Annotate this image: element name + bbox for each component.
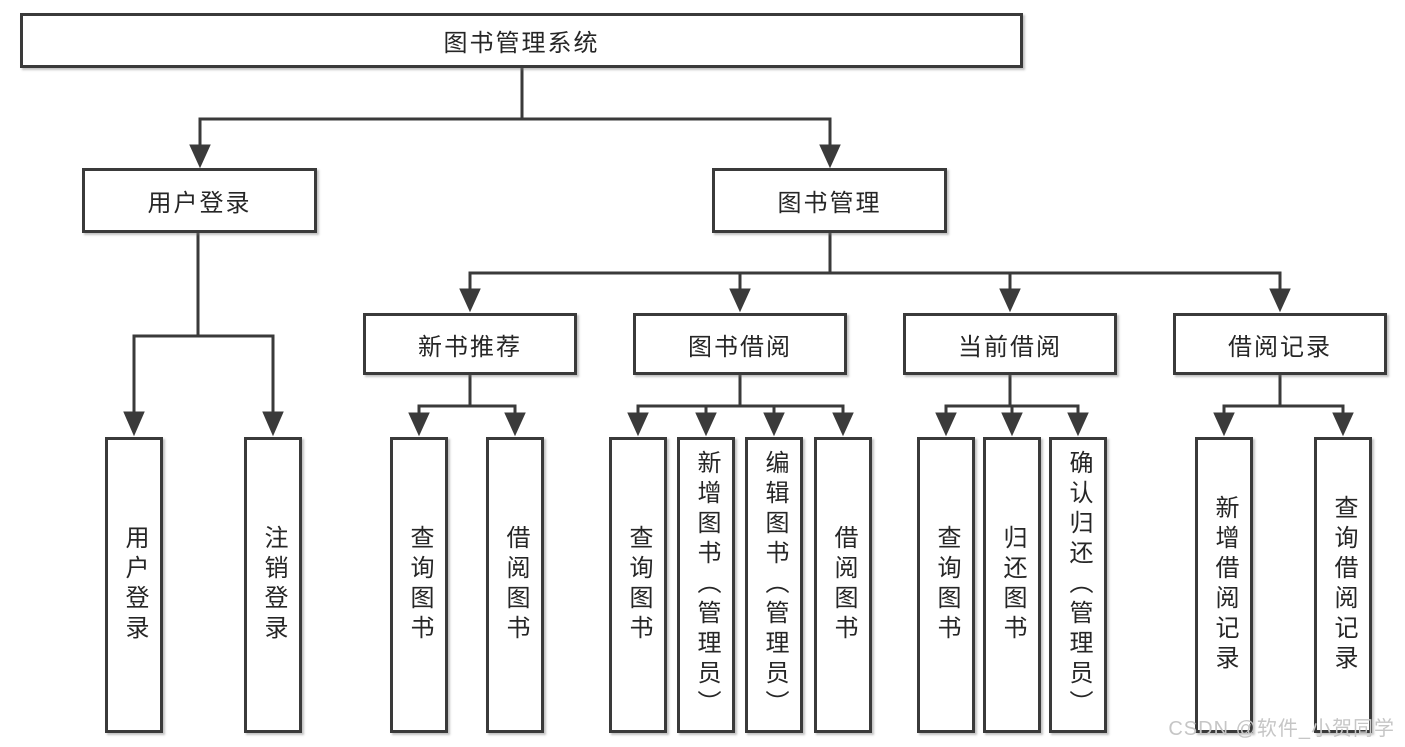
node-borrow-record-label: 借阅记录 [1228, 333, 1332, 361]
node-user-login: 用户登录 [82, 168, 317, 233]
leaf-query-book-a: 查询图书 [390, 437, 448, 733]
leaf-return-book: 归还图书 [983, 437, 1041, 733]
leaf-user-login-label: 用户登录 [121, 525, 148, 645]
connector-borrow-record-section [1213, 375, 1354, 437]
leaf-borrow-book-a-label: 借阅图书 [502, 525, 529, 645]
node-current-borrow: 当前借阅 [903, 313, 1117, 375]
node-book-management: 图书管理 [712, 168, 947, 233]
node-book-borrow: 图书借阅 [633, 313, 847, 375]
leaf-logout: 注销登录 [244, 437, 302, 733]
connector-book-borrow-section [627, 375, 854, 437]
leaf-query-book-b: 查询图书 [609, 437, 667, 733]
leaf-edit-book-admin-label: 编辑图书（管理员） [761, 450, 788, 720]
connector-user-login-branch [123, 233, 284, 437]
leaf-edit-book-admin: 编辑图书（管理员） [745, 437, 803, 733]
leaf-add-borrow-record: 新增借阅记录 [1195, 437, 1253, 733]
node-new-book-recommend-label: 新书推荐 [418, 333, 522, 361]
connector-root-to-level2 [189, 68, 841, 169]
node-root-system: 图书管理系统 [20, 13, 1023, 68]
connector-book-mgmt-branch [459, 233, 1291, 313]
node-current-borrow-label: 当前借阅 [958, 333, 1062, 361]
leaf-add-book-admin: 新增图书（管理员） [677, 437, 735, 733]
node-new-book-recommend: 新书推荐 [363, 313, 577, 375]
leaf-user-login: 用户登录 [105, 437, 163, 733]
leaf-query-book-a-label: 查询图书 [406, 525, 433, 645]
leaf-return-book-label: 归还图书 [999, 525, 1026, 645]
node-user-login-label: 用户登录 [147, 190, 252, 217]
leaf-query-book-c: 查询图书 [917, 437, 975, 733]
node-book-borrow-label: 图书借阅 [688, 333, 792, 361]
leaf-query-book-b-label: 查询图书 [625, 525, 652, 645]
csdn-watermark: CSDN @软件_小贺同学 [1168, 718, 1395, 740]
leaf-logout-label: 注销登录 [260, 525, 287, 645]
leaf-borrow-book-b-label: 借阅图书 [830, 525, 857, 645]
leaf-query-borrow-record-label: 查询借阅记录 [1330, 495, 1357, 675]
leaf-borrow-book-b: 借阅图书 [814, 437, 872, 733]
node-root-system-label: 图书管理系统 [443, 30, 600, 57]
node-book-management-label: 图书管理 [777, 190, 882, 217]
node-borrow-record: 借阅记录 [1173, 313, 1387, 375]
leaf-query-borrow-record: 查询借阅记录 [1314, 437, 1372, 733]
connector-current-borrow-section [935, 375, 1089, 437]
leaf-query-book-c-label: 查询图书 [933, 525, 960, 645]
leaf-add-book-admin-label: 新增图书（管理员） [693, 450, 720, 720]
connector-new-book-section [408, 375, 526, 437]
leaf-confirm-return-admin-label: 确认归还（管理员） [1065, 450, 1092, 720]
leaf-confirm-return-admin: 确认归还（管理员） [1049, 437, 1107, 733]
leaf-add-borrow-record-label: 新增借阅记录 [1211, 495, 1238, 675]
leaf-borrow-book-a: 借阅图书 [486, 437, 544, 733]
